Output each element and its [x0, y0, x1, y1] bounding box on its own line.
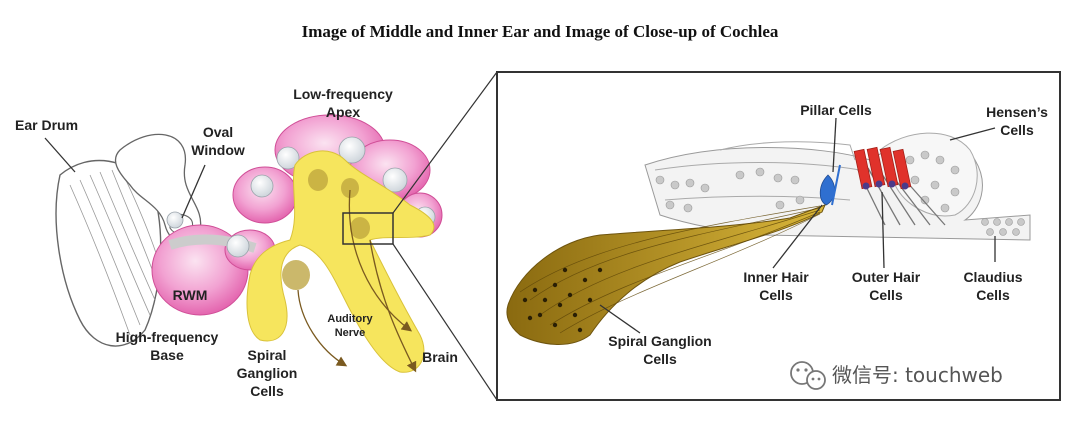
oval-window-label-line2: Window [191, 142, 245, 158]
inner-hair-cells-label-line2: Cells [759, 287, 793, 303]
outer-hair-cells-label-line1: Outer Hair [852, 269, 921, 285]
spiral-ganglion-bundle-shape [506, 204, 826, 345]
hensens-cells-label-line2: Cells [1000, 122, 1034, 138]
ear-drum-pointer [44, 137, 76, 173]
figure-title: Image of Middle and Inner Ear and Image … [301, 22, 779, 41]
inner-hair-cells-label-line1: Inner Hair [743, 269, 809, 285]
spiral-ganglion-right-pointer [599, 304, 641, 334]
auditory-nerve-label-line2: Nerve [335, 327, 366, 339]
high-frequency-base-label-line1: High-frequency [116, 329, 219, 345]
spiral-ganglion-cells-right-label-line2: Cells [643, 351, 677, 367]
oval-window-label-line1: Oval [203, 124, 233, 140]
spiral-ganglion-label-line1: Spiral [248, 347, 287, 363]
zoom-connector-bottom [392, 243, 498, 401]
spiral-ganglion-label-line3: Cells [250, 383, 284, 399]
rwm-label: RWM [173, 287, 208, 303]
claudius-cells-label-line2: Cells [976, 287, 1010, 303]
zoom-connector-top [392, 71, 498, 214]
low-frequency-apex-label-line1: Low-frequency [293, 86, 393, 102]
low-frequency-apex-label-line2: Apex [326, 104, 360, 120]
outer-hair-cells-label-line2: Cells [869, 287, 903, 303]
ear-drum-label: Ear Drum [15, 117, 78, 133]
auditory-nerve-label-line1: Auditory [327, 313, 373, 325]
spiral-ganglion-cells-right-label-line1: Spiral Ganglion [608, 333, 711, 349]
zoom-region-box [342, 212, 394, 245]
organ-of-corti-shape [644, 132, 1031, 241]
ear-drum-shape [55, 159, 162, 347]
auditory-nerve-shape [246, 150, 435, 373]
spiral-ganglion-label-line2: Ganglion [237, 365, 298, 381]
oval-window-pointer [181, 164, 206, 219]
brain-label: Brain [422, 349, 458, 365]
wechat-icon [790, 361, 826, 390]
hensens-cells-label-line1: Hensen’s [986, 104, 1048, 120]
hensens-cells-pointer [949, 127, 996, 141]
outer-hair-cells-pointer [881, 191, 885, 269]
high-frequency-base-label-line2: Base [150, 347, 184, 363]
inner-hair-cells-pointer [772, 204, 823, 269]
pillar-cells-pointer [832, 117, 837, 173]
watermark-text: 微信号: touchweb [832, 363, 1003, 387]
pillar-cells-label: Pillar Cells [800, 102, 872, 118]
claudius-cells-label-line1: Claudius [963, 269, 1022, 285]
